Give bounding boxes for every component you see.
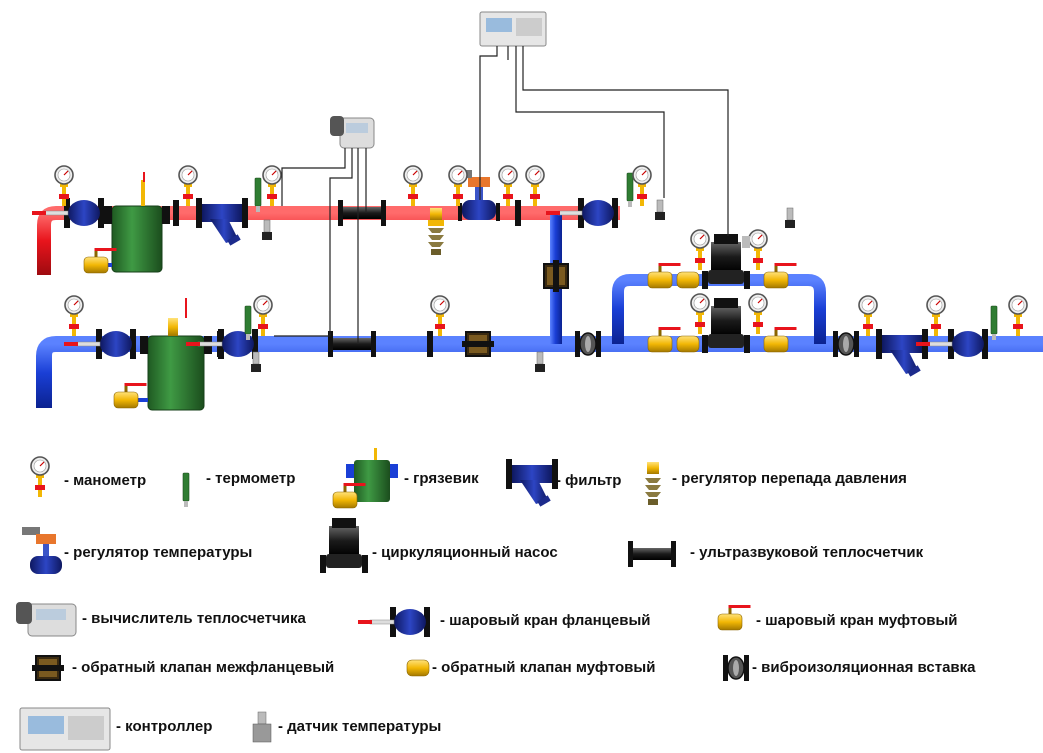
legend-manometer-icon [30, 456, 50, 498]
legend-label-coupling-valve: - шаровый кран муфтовый [756, 612, 958, 629]
legend-label-coupling-check: - обратный клапан муфтовый [432, 659, 656, 676]
legend-ultrasonic-meter-icon [628, 541, 676, 567]
legend-wafer-check-icon [31, 655, 65, 681]
legend-label-temp-regulator: - регулятор температуры [64, 544, 253, 561]
legend-coupling-check-icon [406, 659, 430, 677]
flange-top-2 [515, 200, 521, 226]
mud-collector-bottom [113, 298, 212, 411]
manometers-bottom [64, 295, 1028, 337]
legend-label-flanged-valve: - шаровый кран фланцевый [440, 612, 651, 629]
legend-label-circ-pump: - циркуляционный насос [372, 544, 558, 561]
dp-regulator-top [428, 208, 444, 255]
check-valve-bottom [461, 331, 495, 357]
legend-label-mud-collector: - грязевик [404, 470, 479, 487]
legend-label-filter: - фильтр [556, 472, 622, 489]
return-pipe [36, 336, 1043, 408]
legend-label-temp-sensor: - датчик температуры [278, 718, 442, 735]
pump-group-lower [647, 293, 797, 353]
legend-icons [16, 448, 751, 751]
thermometer-bottom-2 [990, 305, 998, 341]
heat-meter-calculator [330, 116, 375, 149]
legend-pump-icon [320, 518, 368, 573]
controller-device [479, 11, 547, 47]
wafer-check-valve [543, 259, 569, 293]
flange-top [173, 200, 179, 226]
legend-dp-regulator-icon [645, 462, 661, 505]
vibration-insert-2 [832, 330, 860, 358]
legend-calculator-icon [16, 602, 77, 637]
filter-bottom [876, 329, 928, 377]
legend-flanged-valve-icon [357, 606, 431, 638]
ultrasonic-meter-bottom [328, 331, 376, 357]
temp-sensor-bottom-2 [534, 351, 546, 373]
legend-coupling-valve-icon [717, 604, 751, 631]
legend-label-meter-calculator: - вычислитель теплосчетчика [82, 610, 306, 627]
legend-label-vibration-insert: - виброизоляционная вставка [752, 659, 976, 676]
ultrasonic-meter-top [338, 200, 386, 226]
thermometer-top-2 [626, 172, 634, 208]
legend-controller-icon [19, 707, 111, 751]
legend-label-dp-regulator: - регулятор перепада давления [672, 470, 907, 487]
legend-label-thermometer: - термометр [206, 470, 296, 487]
wiring [274, 46, 729, 344]
legend-thermometer-icon [182, 472, 190, 508]
legend-label-ultrasonic-meter: - ультразвуковой теплосчетчик [690, 544, 924, 561]
legend-filter-icon [506, 459, 558, 507]
temp-sensor-top-1 [261, 219, 273, 241]
vibration-insert-1 [574, 330, 602, 358]
mud-collector-top [83, 172, 170, 274]
legend-label-wafer-check: - обратный клапан межфланцевый [72, 659, 335, 676]
pump-group-upper [647, 229, 797, 289]
legend-temp-regulator-icon [22, 527, 62, 574]
flange-bottom-2 [427, 331, 433, 357]
legend-temp-sensor-icon [252, 711, 272, 743]
legend-mud-collector-icon [332, 448, 398, 509]
legend-label-controller: - контроллер [116, 718, 213, 735]
legend-label-manometer: - манометр [64, 472, 147, 489]
legend-vibration-icon [722, 654, 750, 682]
filter-top [196, 198, 248, 246]
